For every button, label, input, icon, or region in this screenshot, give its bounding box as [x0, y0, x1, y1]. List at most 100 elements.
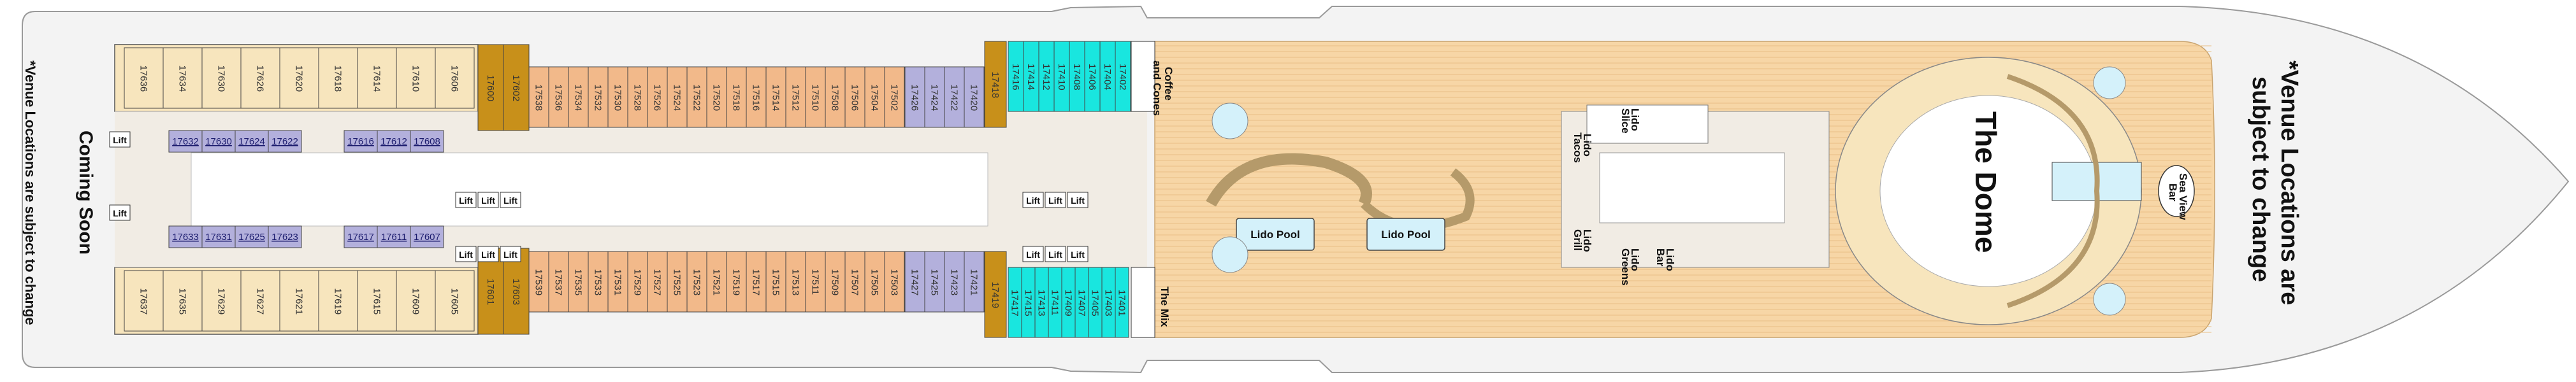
cabin-17601[interactable]: [477, 248, 504, 335]
cabin-17637[interactable]: [124, 270, 164, 332]
cabin-17508[interactable]: [825, 66, 846, 128]
cabin-17608[interactable]: [410, 130, 444, 153]
cabin-17602[interactable]: [503, 44, 530, 131]
cabin-17426[interactable]: [904, 66, 925, 128]
lift-label: Lift: [113, 208, 127, 218]
cabin-number: 17515: [771, 269, 781, 296]
lift[interactable]: [500, 192, 521, 208]
cabin-17518[interactable]: [726, 66, 747, 128]
cabin-17533[interactable]: [588, 251, 609, 313]
cabin-17511[interactable]: [805, 251, 826, 313]
lift[interactable]: [455, 246, 477, 262]
cabin-17516[interactable]: [746, 66, 767, 128]
cabin-17401[interactable]: [1115, 267, 1129, 338]
lift-label: Lift: [1071, 195, 1085, 206]
cabin-17535[interactable]: [568, 251, 589, 313]
cabin-17504[interactable]: [864, 66, 885, 128]
cabin-17609[interactable]: [396, 270, 436, 332]
cabin-17514[interactable]: [765, 66, 786, 128]
cabin-17528[interactable]: [627, 66, 648, 128]
cabin-17408[interactable]: [1069, 41, 1085, 112]
cabin-number: 17413: [1036, 290, 1047, 316]
cabin-17636[interactable]: [124, 47, 164, 109]
cabin-17520[interactable]: [706, 66, 727, 128]
lido-pool-2[interactable]: [1366, 218, 1445, 251]
cabin-17419[interactable]: [984, 251, 1007, 338]
cabin-17515[interactable]: [765, 251, 786, 313]
cabin-number: 17623: [271, 232, 298, 243]
cabin-17525[interactable]: [667, 251, 688, 313]
cabin-17633[interactable]: [168, 225, 203, 248]
cabin-17527[interactable]: [647, 251, 668, 313]
cabin-17529[interactable]: [627, 251, 648, 313]
lift[interactable]: [1067, 246, 1089, 262]
lift[interactable]: [1045, 246, 1066, 262]
cabin-17620[interactable]: [279, 47, 319, 109]
lift[interactable]: [1067, 192, 1089, 208]
cabin-17618[interactable]: [318, 47, 358, 109]
lift[interactable]: [109, 204, 131, 221]
lift[interactable]: [1045, 192, 1066, 208]
cabin-17517[interactable]: [746, 251, 767, 313]
sea-view-bar[interactable]: [2158, 165, 2195, 217]
cabin-17537[interactable]: [548, 251, 569, 313]
cabin-17505[interactable]: [864, 251, 885, 313]
cabin-17531[interactable]: [607, 251, 628, 313]
cabin-17510[interactable]: [805, 66, 826, 128]
lift[interactable]: [477, 192, 499, 208]
cabin-17421[interactable]: [964, 251, 985, 313]
cabin-number: 17520: [711, 85, 722, 111]
cabin-17622[interactable]: [268, 130, 302, 153]
cabin-17600[interactable]: [477, 44, 504, 131]
cabin-17418[interactable]: [984, 41, 1007, 128]
cabin-17424[interactable]: [924, 66, 945, 128]
lift[interactable]: [109, 131, 131, 148]
cabin-17632[interactable]: [168, 130, 203, 153]
cabin-17629[interactable]: [201, 270, 242, 332]
cabin-17624[interactable]: [235, 130, 269, 153]
cabin-17536[interactable]: [548, 66, 569, 128]
cabin-17414[interactable]: [1023, 41, 1039, 112]
lift[interactable]: [455, 192, 477, 208]
lido-bar-1: Lido: [1664, 248, 1676, 271]
cabin-17507[interactable]: [844, 251, 865, 313]
cabin-17523[interactable]: [686, 251, 707, 313]
cabin-17607[interactable]: [410, 225, 444, 248]
cabin-number: 17600: [485, 75, 496, 102]
cabin-17422[interactable]: [944, 66, 965, 128]
cabin-17425[interactable]: [924, 251, 945, 313]
cabin-17614[interactable]: [357, 47, 397, 109]
cabin-17526[interactable]: [647, 66, 668, 128]
cabin-17612[interactable]: [377, 130, 411, 153]
cabin-17539[interactable]: [528, 251, 549, 313]
cabin-17423[interactable]: [944, 251, 965, 313]
cabin-17521[interactable]: [706, 251, 727, 313]
cabin-17402[interactable]: [1115, 41, 1131, 112]
cabin-17623[interactable]: [268, 225, 302, 248]
cabin-17631[interactable]: [201, 225, 236, 248]
cabin-17524[interactable]: [667, 66, 688, 128]
cabin-17630[interactable]: [201, 130, 236, 153]
cabin-17634[interactable]: [163, 47, 203, 109]
lift[interactable]: [500, 246, 521, 262]
cabin-17605[interactable]: [435, 270, 475, 332]
the-mix[interactable]: [1131, 267, 1155, 338]
cabin-17625[interactable]: [235, 225, 269, 248]
cabin-17503[interactable]: [884, 251, 905, 313]
cabin-17619[interactable]: [318, 270, 358, 332]
coffee-and-cones[interactable]: [1131, 41, 1155, 112]
cabin-17606[interactable]: [435, 47, 475, 109]
cabin-17611[interactable]: [377, 225, 411, 248]
lift[interactable]: [1022, 192, 1044, 208]
cabin-number: 17411: [1050, 290, 1060, 316]
cabin-17406[interactable]: [1084, 41, 1101, 112]
cabin-17626[interactable]: [240, 47, 280, 109]
cabin-number: 17506: [850, 85, 860, 111]
cabin-17420[interactable]: [964, 66, 985, 128]
lido-pool-1[interactable]: [1236, 218, 1315, 251]
lift[interactable]: [477, 246, 499, 262]
cabin-17509[interactable]: [825, 251, 846, 313]
lift[interactable]: [1022, 246, 1044, 262]
cabin-17502[interactable]: [884, 66, 905, 128]
cabin-17617[interactable]: [344, 225, 378, 248]
